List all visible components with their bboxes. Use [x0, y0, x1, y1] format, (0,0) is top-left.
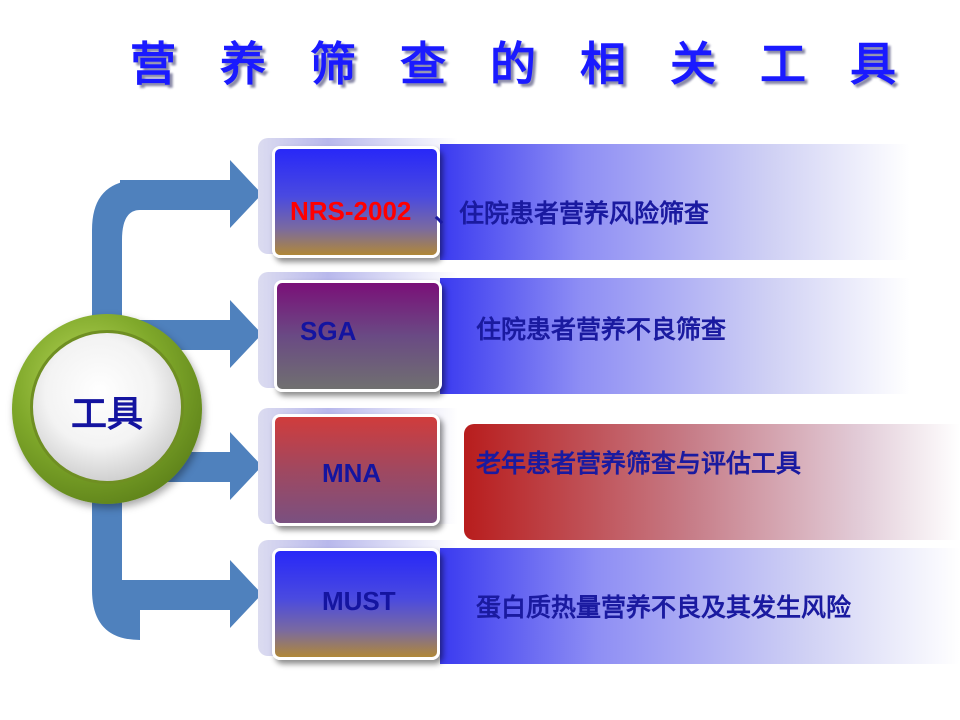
tool-desc-mna: 老年患者营养筛查与评估工具 [476, 449, 802, 478]
tool-desc-sga: 住院患者营养不良筛查 [476, 315, 727, 344]
tool-name-mna: MNA [322, 458, 382, 488]
tool-card-sga [274, 280, 442, 392]
row-4-band [440, 548, 960, 664]
arrow-2 [122, 300, 262, 368]
tool-name-sga: SGA [300, 316, 357, 346]
tool-desc-nrs2002: 、住院患者营养风险筛查 [434, 199, 710, 228]
arrow-3 [122, 432, 262, 500]
row-1-band [440, 144, 910, 260]
arrow-1 [120, 160, 262, 228]
tool-name-nrs2002: NRS-2002 [290, 196, 412, 226]
hub-label: 工具 [70, 394, 143, 435]
tool-card-must [272, 548, 440, 660]
page-title: 营 养 筛 查 的 相 关 工 具 [129, 37, 911, 91]
arrow-4 [120, 560, 262, 628]
row-3-band [464, 424, 960, 540]
row-2-band [440, 278, 910, 394]
tool-desc-must: 蛋白质热量营养不良及其发生风险 [476, 593, 852, 622]
hub-center [30, 330, 184, 484]
tool-card-nrs2002 [272, 146, 440, 258]
tool-name-must: MUST [322, 586, 396, 616]
tool-card-mna [272, 414, 440, 526]
